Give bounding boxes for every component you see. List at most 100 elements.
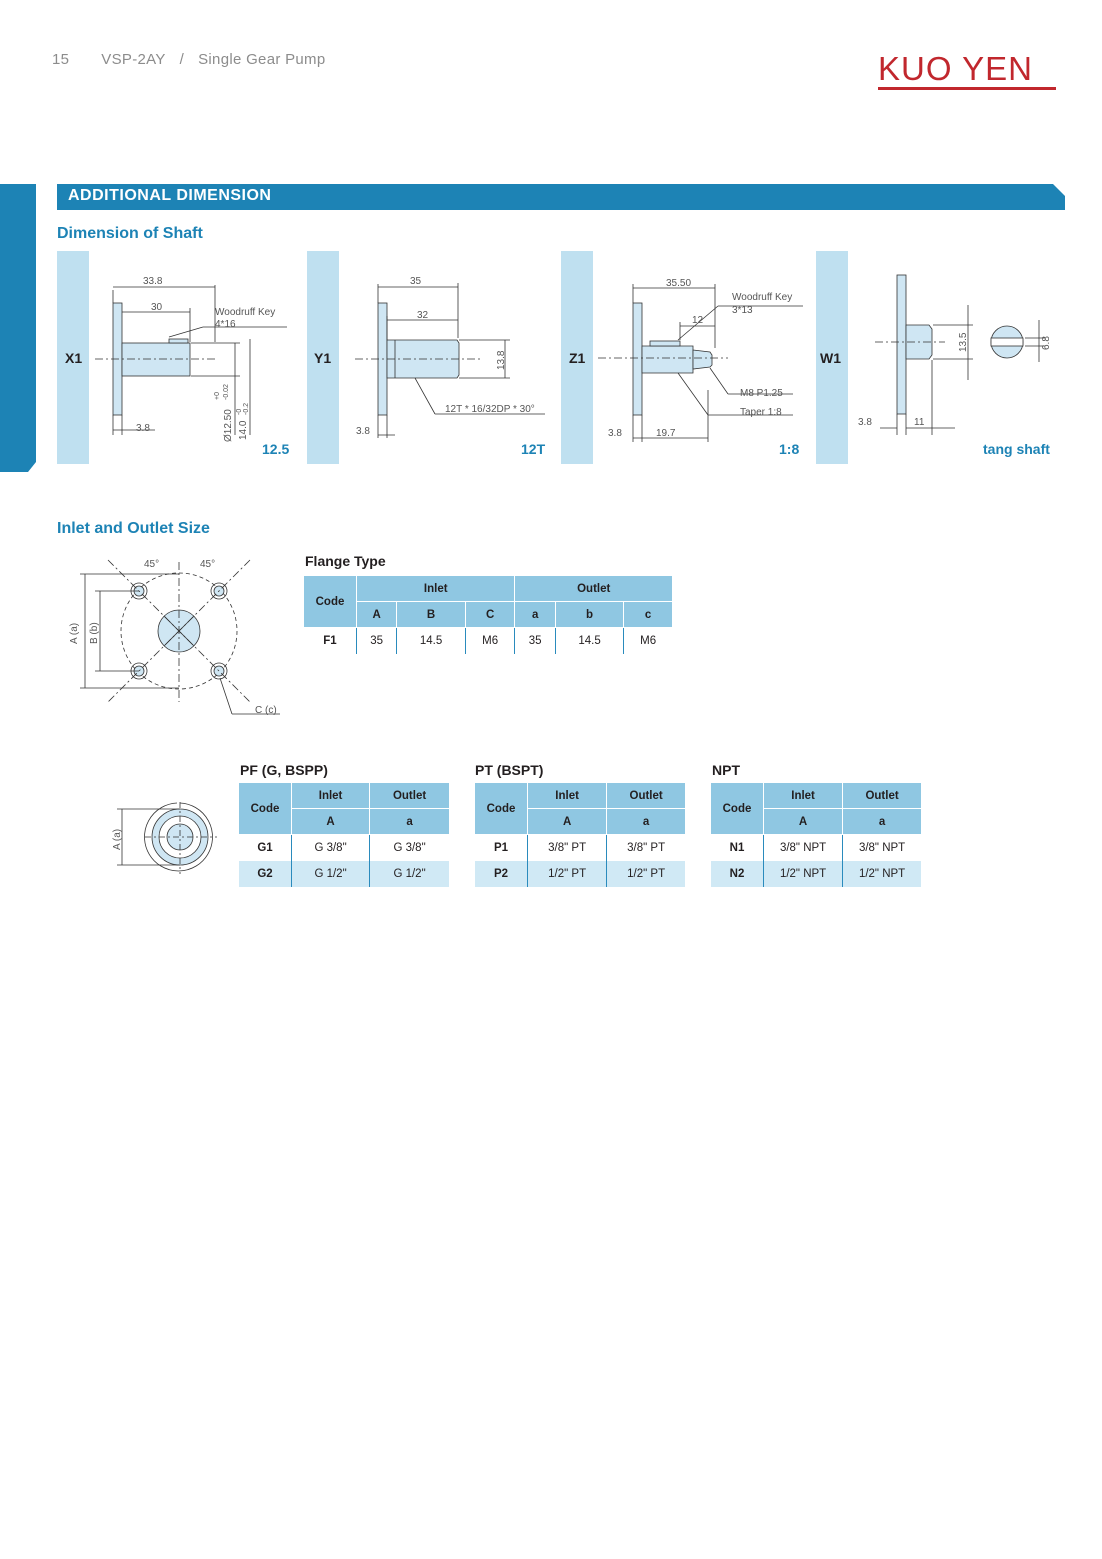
table-row: N1 3/8" NPT 3/8" NPT	[711, 834, 921, 861]
dim-x1-dia1: Ø12.50	[223, 409, 234, 442]
flange-label-b: B (b)	[89, 622, 100, 644]
logo-text: KUO YEN	[878, 50, 1033, 87]
dim-z1-d2: 12	[692, 315, 704, 326]
table-cell: 14.5	[554, 627, 625, 654]
pf-header-code: Code	[239, 782, 292, 835]
pf-header-outlet: Outlet	[369, 782, 449, 809]
pt-header-inlet: Inlet	[526, 782, 608, 809]
shaft-drawing-w1: 13.5 6.8 3.8 11	[858, 274, 1052, 435]
table-cell: 1/2" PT	[526, 861, 608, 887]
shaft-subtitle: Dimension of Shaft	[57, 225, 203, 242]
npt-header-inlet: Inlet	[762, 782, 844, 809]
dim-y1-dia: 13.8	[496, 350, 507, 370]
table-cell: 35	[514, 627, 556, 654]
flange-label-c: C (c)	[255, 705, 277, 716]
npt-table: Code Inlet Outlet A a N1 3/8" NPT 3/8" N…	[711, 782, 921, 887]
shaft-tab-y1	[307, 251, 339, 464]
thread-port-diagram: A (a)	[112, 802, 217, 874]
table-cell: G 3/8"	[369, 834, 449, 861]
table-row: G2 G 1/2" G 1/2"	[239, 861, 449, 887]
dim-z1-d1: 35.50	[666, 278, 691, 289]
table-cell: 35	[355, 627, 398, 654]
flange-header-col: A	[356, 601, 398, 628]
table-cell: 3/8" NPT	[762, 834, 844, 861]
flange-diagram: 45° 45° A (a) B (b) C (c)	[69, 559, 280, 716]
code-cell: G2	[239, 861, 292, 887]
table-cell: 14.5	[396, 627, 466, 654]
dim-x1-tol2b: -0.2	[243, 403, 250, 415]
flange-label-a: A (a)	[69, 623, 80, 644]
flange-header-col: B	[396, 601, 466, 628]
dim-w1-base: 3.8	[858, 417, 872, 428]
dim-x1-d1: 33.8	[143, 276, 163, 287]
dim-z1-len: 19.7	[656, 428, 676, 439]
flange-angle-1: 45°	[144, 559, 159, 570]
table-cell: M6	[623, 627, 672, 654]
shaft-caption-z1: 1:8	[779, 441, 800, 457]
pf-table-title: PF (G, BSPP)	[240, 762, 328, 778]
code-cell: G1	[239, 834, 292, 861]
product-name: Single Gear Pump	[198, 51, 326, 68]
shaft-code-z1: Z1	[569, 350, 586, 366]
thread-label-a: A (a)	[112, 829, 123, 850]
shaft-tab-z1	[561, 251, 593, 464]
section-banner	[57, 184, 1065, 210]
dim-w1-tang: 6.8	[1041, 336, 1052, 350]
shaft-caption-w1: tang shaft	[983, 441, 1050, 457]
pf-table: Code Inlet Outlet A a G1 G 3/8" G 3/8" G…	[239, 782, 449, 887]
table-row: P1 3/8" PT 3/8" PT	[475, 834, 685, 861]
shaft-caption-x1: 12.5	[262, 441, 290, 457]
shaft-drawing-y1: 35 32 13.8 3.8 12T * 16/32DP * 30°	[355, 276, 545, 438]
dim-x1-key1: Woodruff Key	[215, 307, 275, 318]
dim-x1-key2: 4*16	[215, 319, 236, 330]
dim-x1-dia2: 14.0	[238, 420, 249, 440]
shaft-tab-x1	[57, 251, 89, 464]
dim-y1-base: 3.8	[356, 426, 370, 437]
model-name: VSP-2AY	[101, 51, 166, 68]
dim-x1-tol1a: +0	[214, 392, 221, 400]
dim-y1-d2: 32	[417, 310, 429, 321]
flange-header-outlet: Outlet	[514, 575, 672, 602]
dim-x1-tol1b: -0.02	[223, 384, 230, 400]
brand-logo: KUO YEN	[878, 52, 1056, 90]
dim-z1-base: 3.8	[608, 428, 622, 439]
table-cell: G 3/8"	[290, 834, 371, 861]
pt-header-inlet-sub: A	[527, 808, 608, 835]
table-cell: 1/2" NPT	[842, 861, 921, 887]
dim-y1-spline: 12T * 16/32DP * 30°	[445, 404, 535, 415]
npt-header-code: Code	[711, 782, 764, 835]
shaft-tab-w1	[816, 251, 848, 464]
pt-header-outlet: Outlet	[606, 782, 685, 809]
npt-header-outlet: Outlet	[842, 782, 921, 809]
table-cell: 3/8" PT	[606, 834, 685, 861]
pf-header-inlet-sub: A	[291, 808, 371, 835]
shaft-drawing-x1: 33.8 30 Woodruff Key 4*16 3.8 Ø12.50 +0 …	[95, 276, 287, 442]
header-separator: /	[179, 51, 185, 68]
shaft-code-w1: W1	[820, 350, 841, 366]
flange-code-cell: F1	[304, 627, 357, 654]
flange-table-title: Flange Type	[305, 553, 386, 569]
shaft-code-x1: X1	[65, 350, 83, 366]
section-title: ADDITIONAL DIMENSION	[68, 187, 272, 204]
shaft-caption-y1: 12T	[521, 441, 546, 457]
pt-header-code: Code	[475, 782, 528, 835]
code-cell: N1	[711, 834, 764, 861]
code-cell: N2	[711, 861, 764, 887]
flange-header-inlet: Inlet	[355, 575, 516, 602]
dim-z1-taper: Taper 1:8	[740, 407, 782, 418]
flange-header-col: a	[514, 601, 556, 628]
flange-header-col: b	[554, 601, 625, 628]
table-cell: G 1/2"	[290, 861, 371, 887]
dim-z1-key2: 3*13	[732, 305, 753, 316]
table-cell: M6	[464, 627, 516, 654]
pt-header-outlet-sub: a	[606, 808, 685, 835]
table-row: F1 35 14.5 M6 35 14.5 M6	[304, 627, 672, 654]
table-cell: G 1/2"	[369, 861, 449, 887]
table-row: P2 1/2" PT 1/2" PT	[475, 861, 685, 887]
shaft-code-y1: Y1	[314, 350, 332, 366]
table-cell: 3/8" NPT	[842, 834, 921, 861]
dim-x1-tol2a: -0	[236, 409, 243, 415]
table-cell: 1/2" PT	[606, 861, 685, 887]
flange-header-code: Code	[304, 575, 357, 628]
